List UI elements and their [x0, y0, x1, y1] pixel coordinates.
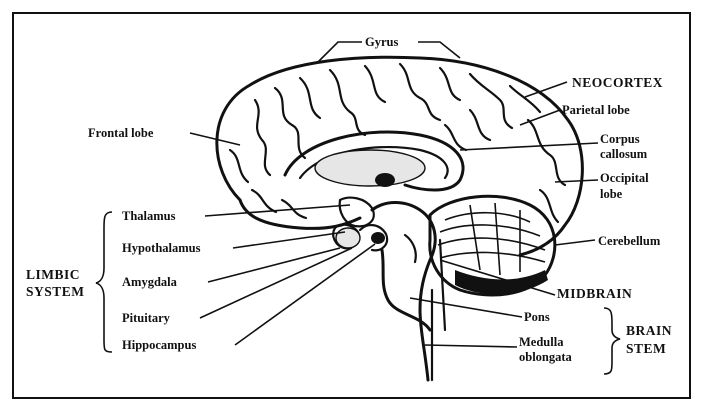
brain-stem-brace: [604, 308, 620, 374]
label-limbic-line2: SYSTEM: [26, 284, 85, 299]
label-hippocampus: Hippocampus: [122, 338, 196, 352]
label-brain-stem-line2: STEM: [626, 341, 666, 356]
label-limbic-line1: LIMBIC: [26, 267, 80, 282]
label-corpus-callosum-line2: callosum: [600, 147, 648, 161]
label-neocortex: NEOCORTEX: [572, 75, 663, 90]
label-occipital-lobe-line1: Occipital: [600, 171, 649, 185]
label-cerebellum: Cerebellum: [598, 234, 661, 248]
label-occipital-lobe-line2: lobe: [600, 187, 623, 201]
label-midbrain: MIDBRAIN: [557, 286, 632, 301]
label-thalamus: Thalamus: [122, 209, 176, 223]
cerebellum-shape: [430, 196, 555, 295]
corpus-callosum-shape: [285, 132, 463, 190]
label-hypothalamus: Hypothalamus: [122, 241, 201, 255]
label-pituitary: Pituitary: [122, 311, 171, 325]
label-medulla-line1: Medulla: [519, 335, 564, 349]
label-amygdala: Amygdala: [122, 275, 178, 289]
label-gyrus: Gyrus: [365, 35, 398, 49]
label-frontal-lobe: Frontal lobe: [88, 126, 154, 140]
labels: Gyrus NEOCORTEX Parietal lobe Corpus cal…: [26, 35, 672, 364]
leader-lines: [190, 42, 598, 347]
limbic-brace: [96, 212, 112, 352]
label-medulla-line2: oblongata: [519, 350, 573, 364]
label-pons: Pons: [524, 310, 550, 324]
label-brain-stem-line1: BRAIN: [626, 323, 672, 338]
label-corpus-callosum-line1: Corpus: [600, 132, 640, 146]
label-parietal-lobe: Parietal lobe: [562, 103, 630, 117]
